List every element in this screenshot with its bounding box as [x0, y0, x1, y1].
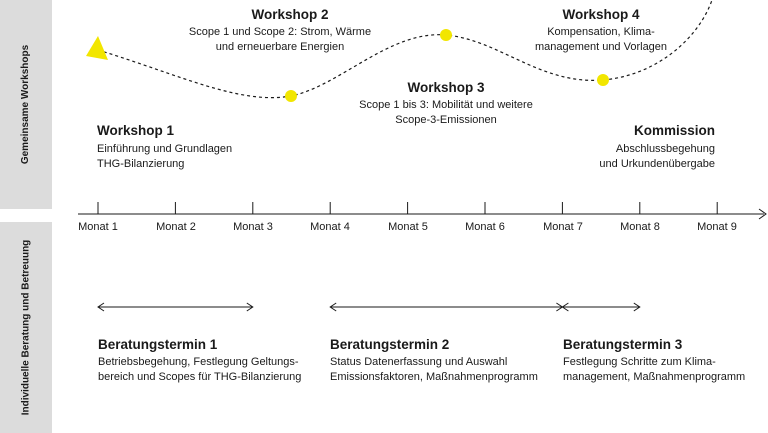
workshop-3-desc: Scope 1 bis 3: Mobilität und weitere Sco… [336, 98, 556, 128]
month-label: Monat 1 [78, 221, 118, 233]
commission-title: Kommission [633, 123, 715, 138]
month-label: Monat 5 [388, 221, 428, 233]
workshop-3-marker [440, 29, 452, 41]
workshop-4-line1: Kompensation, Klima- [547, 26, 655, 38]
month-label: Monat 8 [620, 221, 660, 233]
workshop-3-line2: Scope-3-Emissionen [395, 114, 497, 126]
consultation-3-line2: management, Maßnahmenprogramm [563, 371, 746, 383]
consultation-2-line2: Emissionsfaktoren, Maßnahmenprogramm [330, 371, 538, 383]
consultation-1-span-arrow [97, 302, 254, 312]
workshop-2-line2: und erneuerbare Energien [215, 41, 345, 53]
start-arrow-icon [86, 36, 108, 60]
commission-desc: Abschlussbegehung und Urkundenübergabe [555, 142, 715, 172]
consultation-3-line1: Festlegung Schritte zum Klima- [563, 356, 716, 368]
consultation-3-title: Beratungstermin 3 [563, 337, 683, 352]
month-label: Monat 4 [310, 221, 350, 233]
workshop-4-title: Workshop 4 [562, 7, 640, 22]
commission-line1: Abschlussbegehung [615, 143, 715, 155]
consultation-2-line1: Status Datenerfassung und Auswahl [330, 356, 508, 368]
consultation-1-desc: Betriebsbegehung, Festlegung Geltungs- b… [98, 355, 301, 385]
workshop-1-desc: Einführung und Grundlagen THG-Bilanzieru… [97, 142, 232, 172]
month-label: Monat 7 [543, 221, 583, 233]
consultation-2-title: Beratungstermin 2 [330, 337, 450, 352]
month-label: Monat 3 [233, 221, 273, 233]
sidebar-individual-consulting: Individuelle Beratung und Betreuung [0, 222, 52, 433]
consultation-2-desc: Status Datenerfassung und Auswahl Emissi… [330, 355, 538, 385]
workshop-3-title: Workshop 3 [407, 80, 485, 95]
consultation-1-line2: bereich und Scopes für THG-Bilanzierung [98, 371, 302, 383]
month-label: Monat 2 [156, 221, 196, 233]
consultation-1-title: Beratungstermin 1 [98, 337, 218, 352]
workshop-1-title: Workshop 1 [97, 123, 175, 138]
sidebar-shared-workshops: Gemeinsame Workshops [0, 0, 52, 209]
workshop-2-line1: Scope 1 und Scope 2: Strom, Wärme [188, 26, 372, 38]
workshop-1-line1: Einführung und Grundlagen [97, 143, 233, 155]
workshop-1-line2: THG-Bilanzierung [97, 158, 185, 170]
month-label: Monat 6 [465, 221, 505, 233]
workshop-4-line2: management und Vorlagen [534, 41, 668, 53]
month-label: Monat 9 [697, 221, 737, 233]
workshop-4-marker [597, 74, 609, 86]
consultation-1-line1: Betriebsbegehung, Festlegung Geltungs- [98, 356, 299, 368]
workshop-3-line1: Scope 1 bis 3: Mobilität und weitere [359, 99, 533, 111]
timeline-arrowhead-icon [758, 208, 767, 220]
workshop-2-title: Workshop 2 [251, 7, 329, 22]
workshop-4-desc: Kompensation, Klima- management und Vorl… [521, 25, 681, 55]
commission-line2: und Urkundenübergabe [599, 158, 715, 170]
consultation-3-span-arrow [561, 302, 641, 312]
workshop-2-marker [285, 90, 297, 102]
consultation-2-span-arrow [329, 302, 564, 312]
consultation-3-desc: Festlegung Schritte zum Klima- managemen… [563, 355, 745, 385]
workshop-2-desc: Scope 1 und Scope 2: Strom, Wärme und er… [170, 25, 390, 55]
